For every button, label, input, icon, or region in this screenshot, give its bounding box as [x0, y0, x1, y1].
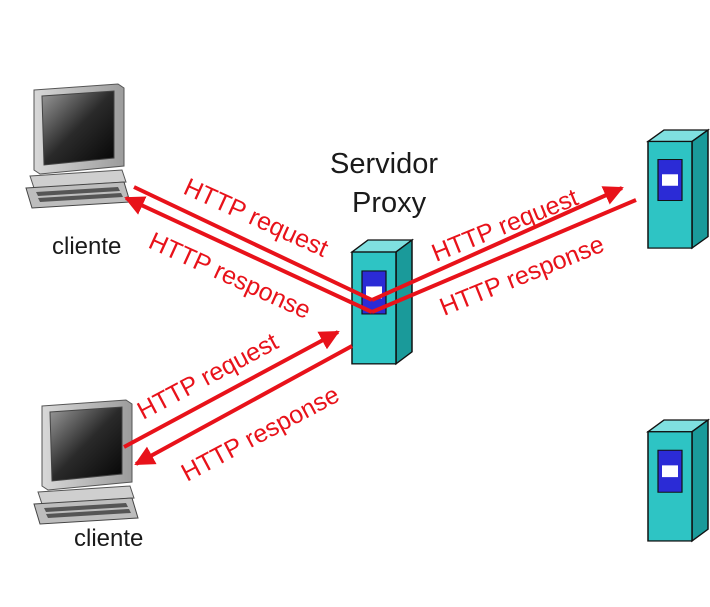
proxy-label-line2: Proxy — [352, 187, 427, 219]
origin-server-bottom-icon — [647, 419, 709, 542]
client-top-label: cliente — [52, 233, 121, 260]
proxy-server-tower-icon — [351, 239, 413, 365]
arrow-server-request — [371, 186, 624, 302]
arrow-top-client-request — [133, 185, 373, 302]
arrow-bottom-client-response — [134, 344, 353, 466]
client-bottom-computer-icon — [33, 399, 139, 525]
label-bottom-client-request: HTTP request — [133, 328, 283, 426]
arrow-server-response — [371, 198, 637, 314]
client-top-computer-icon — [25, 83, 131, 209]
arrow-bottom-client-request — [123, 330, 340, 449]
proxy-label-line1: Servidor — [330, 148, 438, 180]
arrow-top-client-response — [124, 196, 373, 314]
origin-server-top-icon — [647, 129, 709, 249]
client-bottom-label: cliente — [74, 525, 143, 552]
